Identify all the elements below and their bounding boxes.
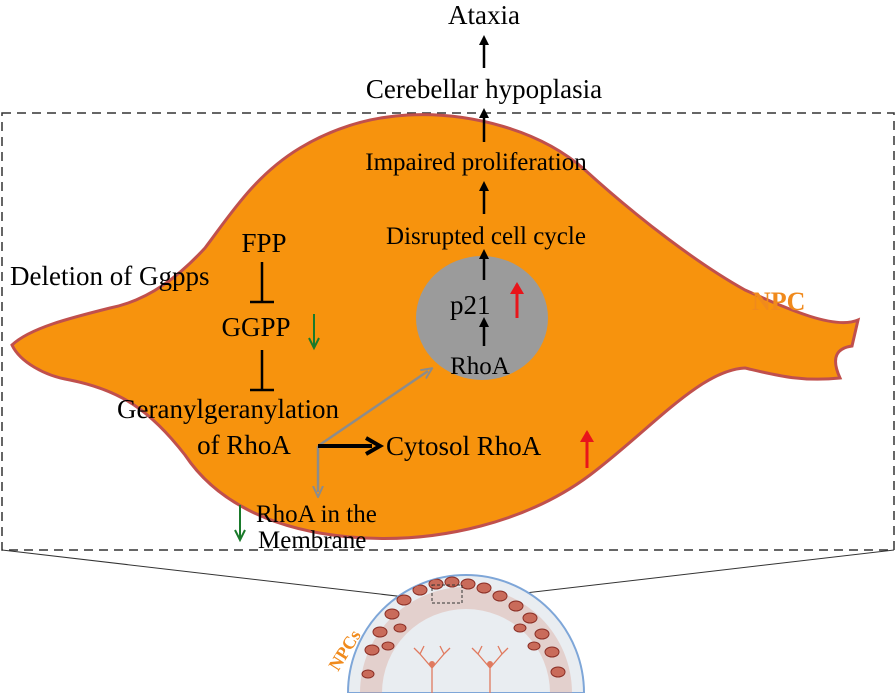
arrow-to-cytosol-rhoa-head	[365, 436, 385, 456]
fpp-label: FPP	[241, 228, 286, 258]
geranylgeranylation-label-line2: of RhoA	[197, 430, 291, 460]
zoom-line-left	[1, 549, 449, 603]
ataxia-label: Ataxia	[448, 0, 520, 30]
membrane-down-indicator-head	[234, 529, 246, 543]
cerebellum-tissue	[346, 574, 586, 693]
deletion-of-ggpps-label: Deletion of Ggpps	[10, 261, 209, 291]
npc-label: NPC	[752, 287, 805, 316]
dashed-inset-frame	[1, 112, 895, 551]
geranylgeranylation-label-line1: Geranylgeranylation	[117, 394, 339, 424]
cytosol-up-indicator-head	[580, 430, 594, 442]
ggpp-label: GGPP	[221, 312, 290, 342]
membrane-rhoa-label-line2: Membrane	[258, 527, 366, 554]
impaired-proliferation-label: Impaired proliferation	[365, 149, 587, 176]
cerebellar-hypoplasia-label: Cerebellar hypoplasia	[366, 74, 602, 104]
ggpp-down-indicator-head	[308, 337, 320, 351]
p21-label: p21	[450, 290, 491, 320]
rhoa-nucleus-label: RhoA	[450, 353, 510, 380]
membrane-rhoa-label-line1: RhoA in the	[256, 501, 377, 528]
p21-up-indicator-head	[510, 282, 524, 294]
cytosol-rhoa-label: Cytosol RhoA	[386, 431, 542, 461]
disrupted-cell-cycle-label: Disrupted cell cycle	[386, 223, 586, 250]
gray-arrow-to-nucleus	[317, 371, 428, 448]
